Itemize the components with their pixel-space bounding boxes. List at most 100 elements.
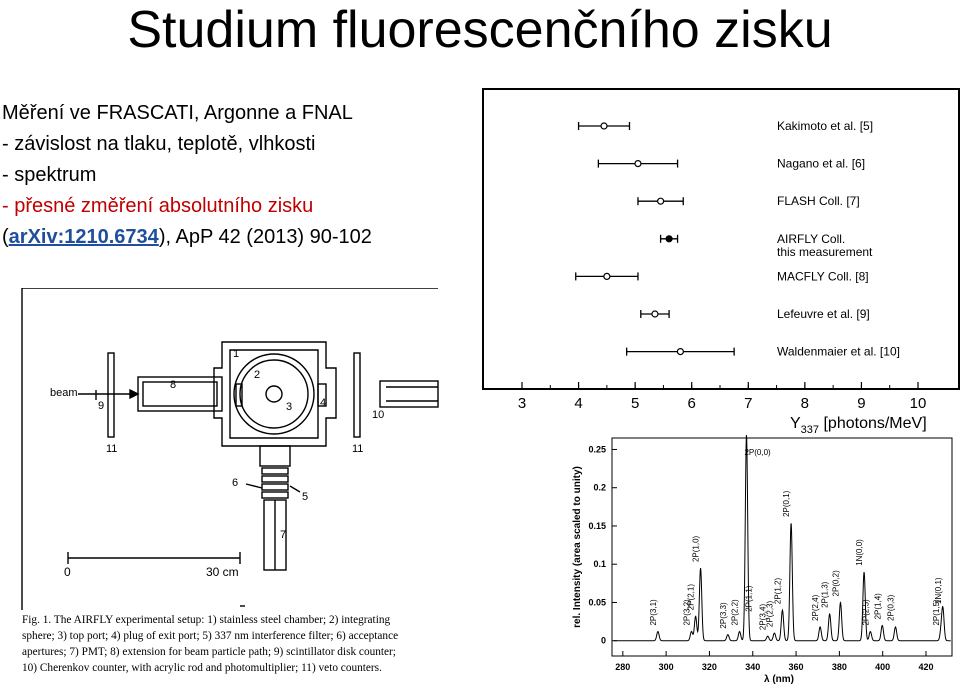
label-11-left: 11 — [106, 443, 117, 455]
bullet-measurements: Měření ve FRASCATI, Argonne a FNAL — [2, 102, 353, 124]
yield-point — [634, 159, 642, 168]
label-6: 6 — [232, 477, 238, 489]
label-2: 2 — [254, 369, 260, 381]
spectrum-x-tick-label: 420 — [918, 662, 933, 672]
bullet-spectrum: - spektrum — [2, 164, 97, 186]
scale-label-0: 0 — [64, 565, 71, 579]
yield-point-label: Nagano et al. [6] — [777, 157, 865, 171]
figure-caption: Fig. 1. The AIRFLY experimental setup: 1… — [22, 612, 496, 676]
yield-point-label: Kakimoto et al. [5] — [777, 119, 873, 133]
yield-tick-label: 10 — [910, 395, 927, 412]
label-3: 3 — [286, 401, 292, 413]
label-11-right: 11 — [352, 443, 363, 455]
veto-counter-right — [353, 352, 361, 438]
spectrum-x-tick-label: 300 — [659, 662, 674, 672]
spectrum-frame — [611, 437, 953, 657]
extension-tube-inner — [142, 381, 218, 407]
bullet-dependence: - závislost na tlaku, teplotě, vlhkosti — [2, 133, 316, 155]
yield-point-label: FLASH Coll. [7] — [777, 194, 860, 208]
spectrum-y-axis-label: rel. Intensity (area scaled to unity) — [572, 466, 583, 628]
spectrum-peak-label: 2P(1,5) — [932, 599, 941, 626]
yield-tick-label: 5 — [631, 395, 639, 412]
spectrum-x-tick-label: 360 — [789, 662, 804, 672]
spectrum-peak-label: 2P(0,1) — [782, 490, 791, 517]
label-8: 8 — [170, 379, 176, 391]
spectrum-peak-label: 2P(0,0) — [744, 448, 771, 457]
spectrum-x-tick-label: 380 — [832, 662, 847, 672]
yield-tick-label: 9 — [857, 395, 865, 412]
yield-point-label: Waldenmaier et al. [10] — [777, 345, 900, 359]
spectrum-peak-label: 1N(0,0) — [855, 539, 864, 566]
beam-label: beam — [50, 387, 78, 399]
yield-point — [665, 235, 673, 243]
setup-diagram: beam 9 8 1 2 3 4 10 11 11 6 5 7 0 30 cm — [21, 288, 439, 610]
bullet-absolute-yield: - přesné změření absolutního zisku — [2, 195, 314, 217]
spectrum-peak-label: 2P(1,0) — [692, 535, 701, 562]
yield-point-label: MACFLY Coll. [8] — [777, 269, 869, 283]
spectrum-peak-label: 2P(1,1) — [744, 585, 753, 612]
bullet-list: Měření ve FRASCATI, Argonne a FNAL - záv… — [2, 98, 372, 253]
integrating-sphere — [233, 353, 315, 435]
caption-line: Fig. 1. The AIRFLY experimental setup: 1… — [22, 614, 391, 626]
interference-filter — [259, 445, 291, 467]
spectrum-x-tick-label: 320 — [702, 662, 717, 672]
spectrum-y-tick-label: 0.25 — [588, 444, 606, 454]
spectrum-peak-label: 2P(2,1) — [687, 584, 696, 611]
slide-title: Studium fluorescenčního zisku — [127, 1, 833, 59]
caption-line: sphere; 3) top port; 4) plug of exit por… — [22, 630, 399, 642]
cherenkov-counter — [379, 380, 439, 408]
spectrum-peak-label: 2P(1,3) — [821, 581, 830, 608]
label-9: 9 — [98, 400, 104, 412]
arxiv-link[interactable]: arXiv:1210.6734 — [8, 226, 159, 248]
yield-point-label: Lefeuvre et al. [9] — [777, 307, 870, 321]
spectrum-y-tick-label: 0.2 — [593, 483, 606, 493]
yield-tick-label: 7 — [744, 395, 752, 412]
caption-line: 10) Cherenkov counter, with acrylic rod … — [22, 662, 382, 674]
yield-point — [603, 272, 611, 280]
spectrum-y-tick-label: 0.05 — [588, 597, 606, 607]
label-7: 7 — [280, 529, 286, 541]
yield-tick-label: 3 — [518, 395, 526, 412]
yield-point-label: this measurement — [777, 245, 873, 259]
yield-point-label: AIRFLY Coll. — [777, 232, 845, 246]
spectrum-peak-label: 2P(3,4) — [759, 604, 768, 631]
spectrum-peak-label: 2P(2,5) — [861, 599, 870, 626]
spectrum-peak-label: 2P(1,2) — [773, 578, 782, 605]
reference-line: (arXiv:1210.6734), ApP 42 (2013) 90-102 — [2, 226, 372, 248]
label-4: 4 — [320, 397, 326, 409]
exit-port-plug — [317, 383, 327, 407]
yield-point — [600, 122, 608, 130]
spectrum-peak-label: 2P(2,3) — [765, 600, 774, 627]
spectrum-chart: 2P(3,1)2P(3,2)2P(2,1)2P(1,0)2P(3,3)2P(2,… — [572, 434, 953, 684]
yield-tick-label: 4 — [574, 395, 582, 412]
spectrum-curve — [614, 434, 951, 642]
yield-point — [676, 348, 684, 356]
spectrum-x-axis-label: λ (nm) — [764, 674, 794, 684]
steel-chamber-inner — [229, 349, 319, 439]
veto-counter-left — [107, 352, 115, 438]
yield-comparison-chart: Kakimoto et al. [5] Nagano et al. [6] FLAS… — [482, 88, 960, 436]
spectrum-y-tick-label: 0.1 — [593, 559, 606, 569]
spectrum-peak-label: 2P(0,3) — [886, 594, 895, 621]
spectrum-y-tick-label: 0.15 — [588, 521, 606, 531]
spectrum-peak-label: 2P(3,1) — [649, 599, 658, 626]
scale-label-30: 30 cm — [206, 565, 239, 579]
yield-chart-frame — [482, 88, 960, 390]
label-10: 10 — [372, 409, 384, 421]
spectrum-peak-label: 2P(0,2) — [831, 570, 840, 597]
yield-point — [651, 310, 659, 318]
steel-chamber — [213, 341, 337, 447]
spectrum-y-tick-label: 0 — [601, 636, 606, 646]
spectrum-peak-label: 2P(2,4) — [811, 594, 820, 621]
spectrum-peak-label: 2P(2,2) — [731, 599, 740, 626]
spectrum-peak-label: 2P(1,4) — [873, 593, 882, 620]
yield-tick-label: 6 — [688, 395, 696, 412]
top-port — [265, 385, 283, 403]
caption-line: apertures; 7) PMT; 8) extension for beam… — [22, 646, 396, 658]
spectrum-x-tick-label: 400 — [875, 662, 890, 672]
spectrum-x-tick-label: 340 — [745, 662, 760, 672]
yield-x-axis-label: Y337 [photons/MeV] — [790, 415, 927, 436]
label-5: 5 — [302, 491, 308, 503]
yield-point — [657, 197, 665, 205]
spectrum-peak-label: 2P(3,3) — [719, 602, 728, 629]
